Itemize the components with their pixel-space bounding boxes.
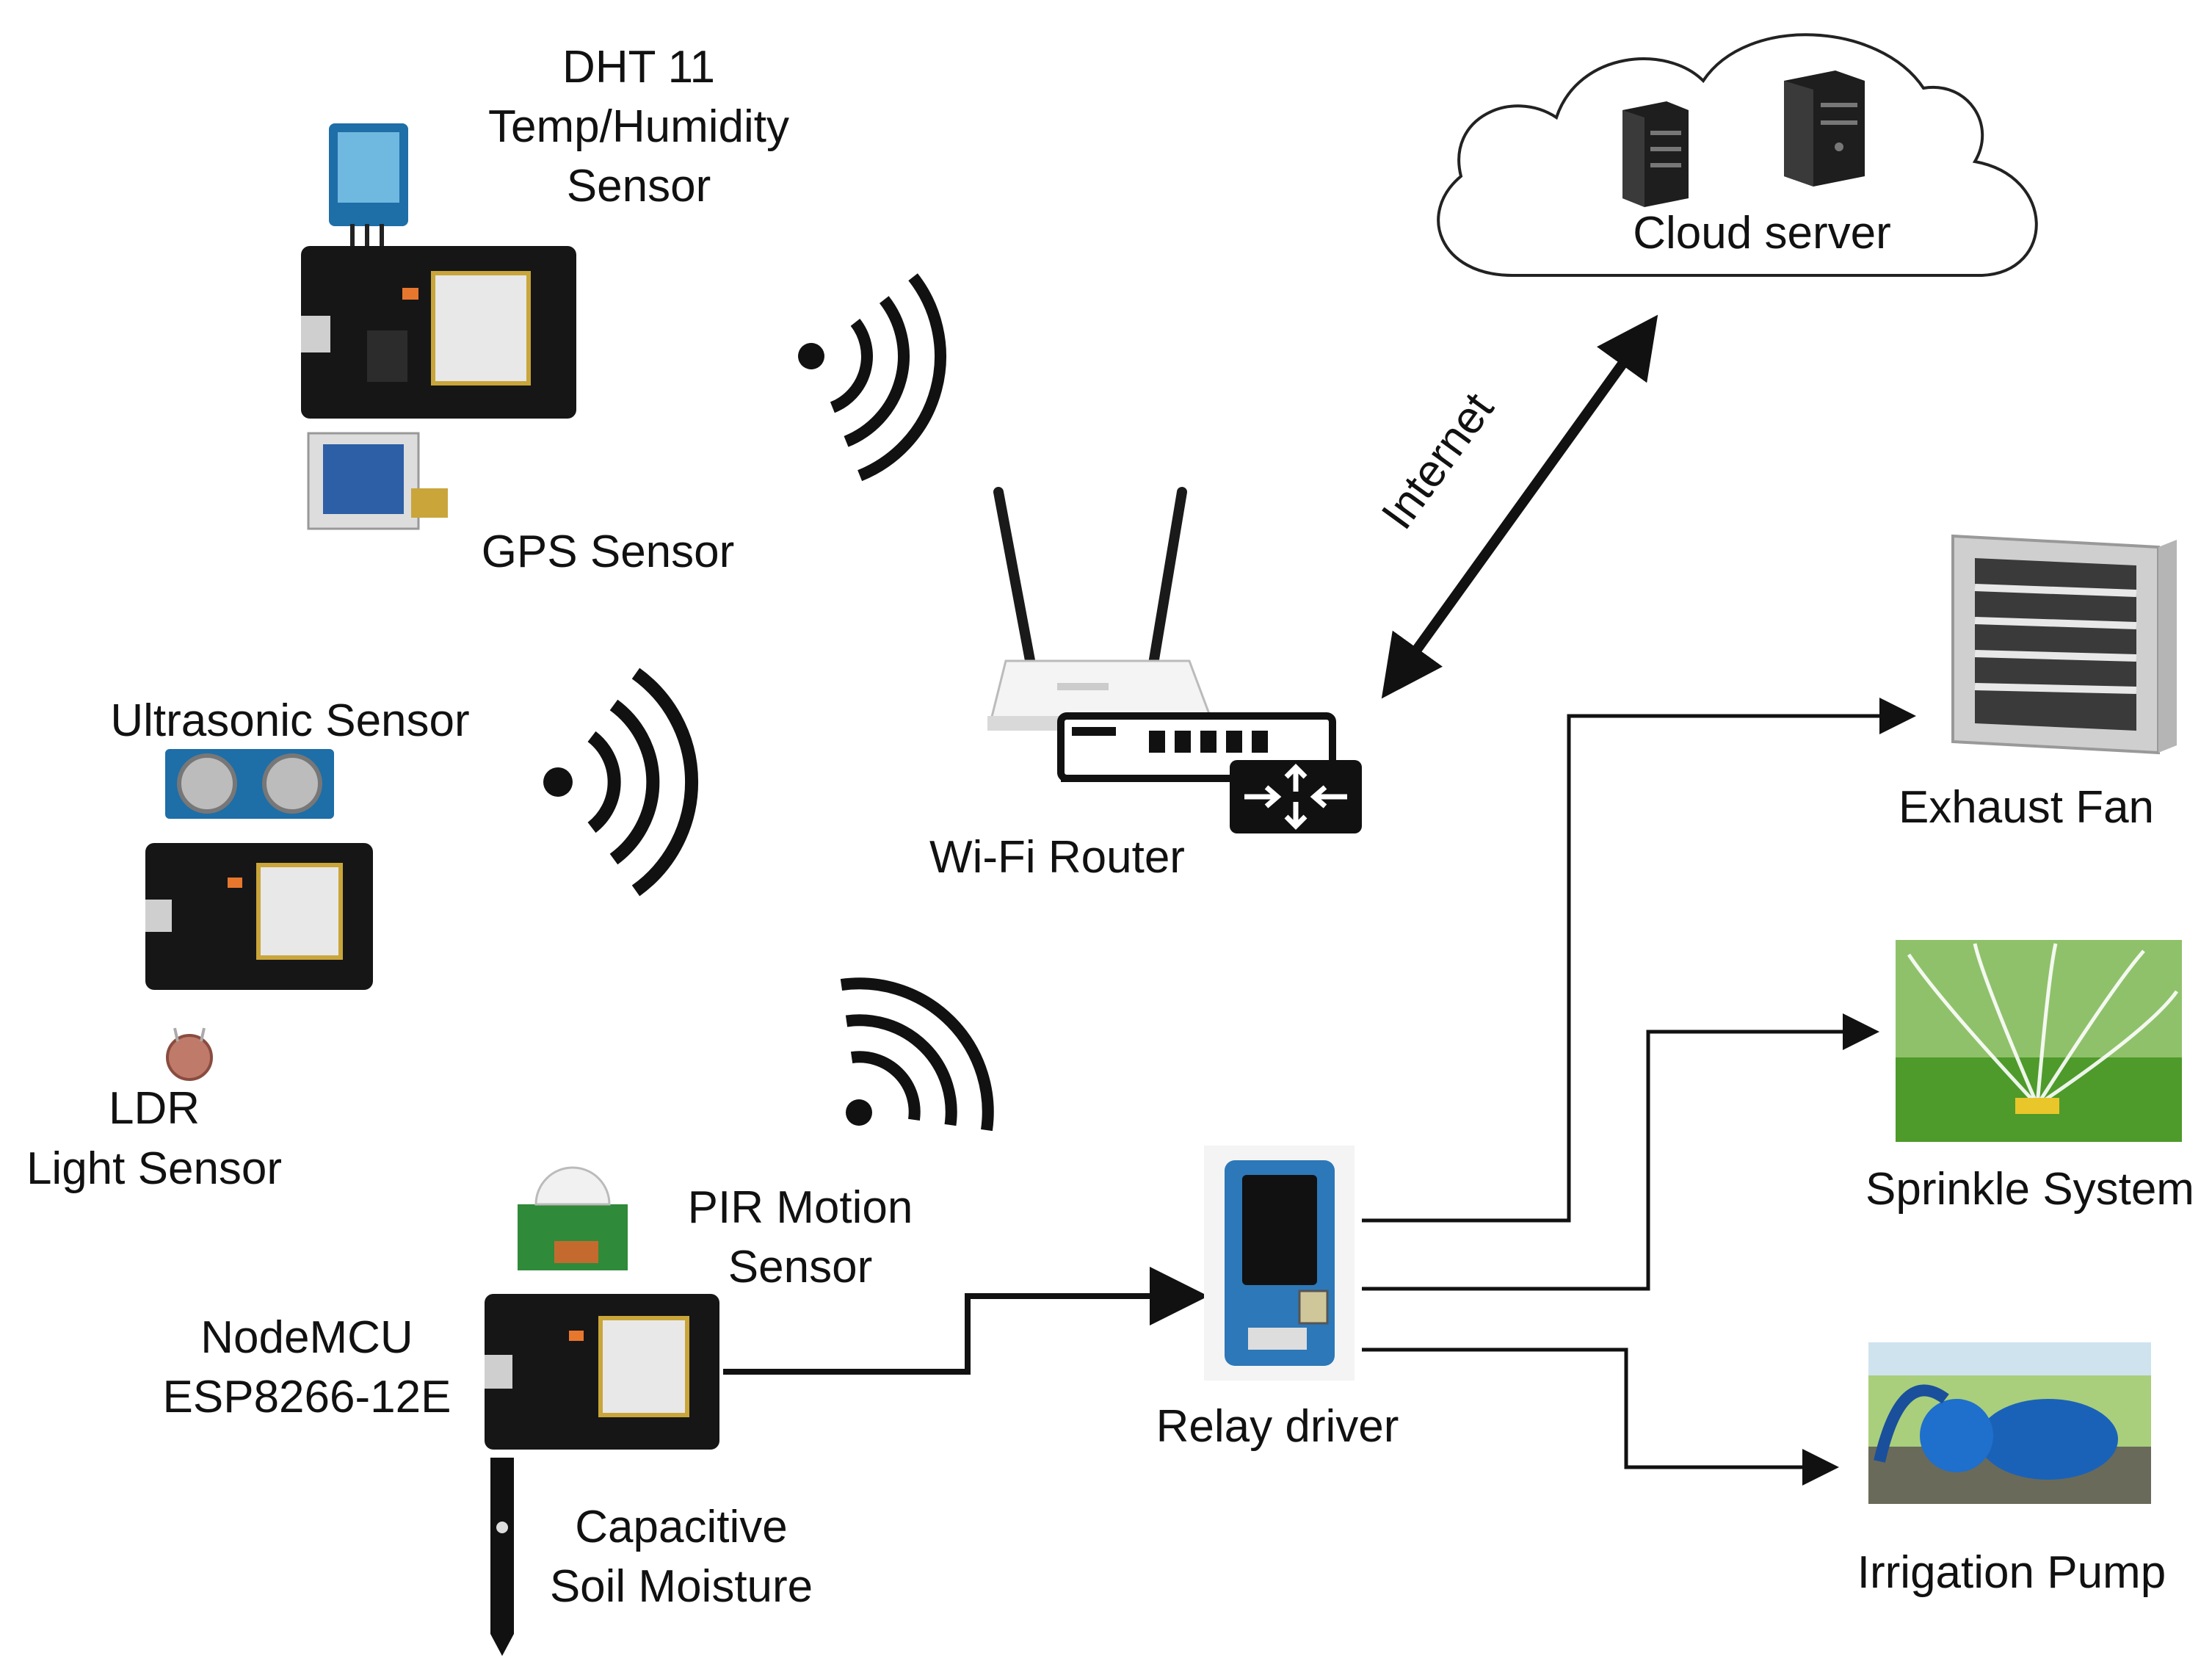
- soil-label-line2: Soil Moisture: [550, 1561, 813, 1612]
- ldr-label-line2: Light Sensor: [26, 1143, 282, 1194]
- gps-label: GPS Sensor: [482, 527, 735, 577]
- wifi-router: Wi-Fi Router: [929, 487, 1362, 883]
- irrigation-pump: Irrigation Pump: [1857, 1342, 2166, 1598]
- water-pump-icon: [1868, 1342, 2151, 1504]
- sprinkle-system-label: Sprinkle System: [1865, 1164, 2194, 1215]
- gps-module-icon: [307, 432, 448, 530]
- dht11-label-line1: DHT 11: [562, 42, 715, 93]
- ultrasonic-label: Ultrasonic Sensor: [110, 695, 469, 746]
- soil-label-line1: Capacitive: [575, 1502, 787, 1552]
- exhaust-fan-icon: [1951, 534, 2177, 755]
- cloud-server-label: Cloud server: [1633, 208, 1890, 258]
- sensor-node-3: PIR Motion Sensor NodeMCU ESP8266-12E Ca…: [163, 1166, 913, 1656]
- relay-driver: Relay driver: [1156, 1146, 1399, 1452]
- sprinkler-icon: [1896, 940, 2182, 1142]
- pir-sensor-icon: [518, 1166, 628, 1270]
- wifi-signal-icon: [840, 977, 994, 1132]
- relay-to-sprinkler-connector: [1362, 1013, 1879, 1291]
- dht11-label-line3: Sensor: [567, 161, 711, 211]
- nodemcu-board-icon: [485, 1294, 719, 1450]
- relay-driver-label: Relay driver: [1156, 1401, 1399, 1452]
- wifi-signal-icon: [798, 273, 946, 482]
- server-icon: [1622, 101, 1689, 207]
- cloud-icon: [1437, 33, 2038, 277]
- cloud-server: Cloud server: [1437, 33, 2038, 277]
- relay-to-fan-connector: [1362, 698, 1916, 1223]
- switch-icon: [1057, 712, 1362, 833]
- internet-label: Internet: [1372, 384, 1504, 539]
- relay-to-pump-connector: [1362, 1348, 1839, 1486]
- pir-label-line2: Sensor: [728, 1242, 872, 1292]
- nodemcu-board-icon: [301, 246, 576, 419]
- exhaust-fan-label: Exhaust Fan: [1899, 782, 2154, 833]
- sensor-node-2: Ultrasonic Sensor LDR Light Sensor: [26, 695, 470, 1194]
- sensor-node-1: DHT 11 Temp/Humidity Sensor GPS Sensor: [301, 42, 789, 577]
- irrigation-pump-label: Irrigation Pump: [1857, 1547, 2166, 1598]
- ldr-label-line1: LDR: [109, 1083, 200, 1134]
- nodemcu-label-line1: NodeMCU: [200, 1312, 413, 1363]
- internet-link: [1381, 314, 1658, 699]
- nodemcu-to-relay-connector: [723, 1267, 1208, 1375]
- dht11-sensor-icon: [329, 123, 408, 253]
- sprinkle-system: Sprinkle System: [1865, 940, 2194, 1215]
- soil-moisture-probe-icon: [490, 1458, 514, 1656]
- router-icon: [987, 487, 1215, 731]
- ldr-sensor-icon: [166, 1027, 213, 1081]
- dht11-label-line2: Temp/Humidity: [488, 101, 789, 152]
- wifi-signal-icon: [543, 668, 698, 897]
- nodemcu-board-icon: [145, 843, 373, 990]
- pir-label-line1: PIR Motion: [688, 1182, 913, 1233]
- relay-module-icon: [1204, 1146, 1355, 1381]
- server-icon: [1784, 70, 1865, 187]
- wifi-router-label: Wi-Fi Router: [929, 832, 1185, 883]
- ultrasonic-sensor-icon: [165, 749, 334, 819]
- exhaust-fan: Exhaust Fan: [1899, 534, 2177, 833]
- nodemcu-label-line2: ESP8266-12E: [163, 1372, 452, 1422]
